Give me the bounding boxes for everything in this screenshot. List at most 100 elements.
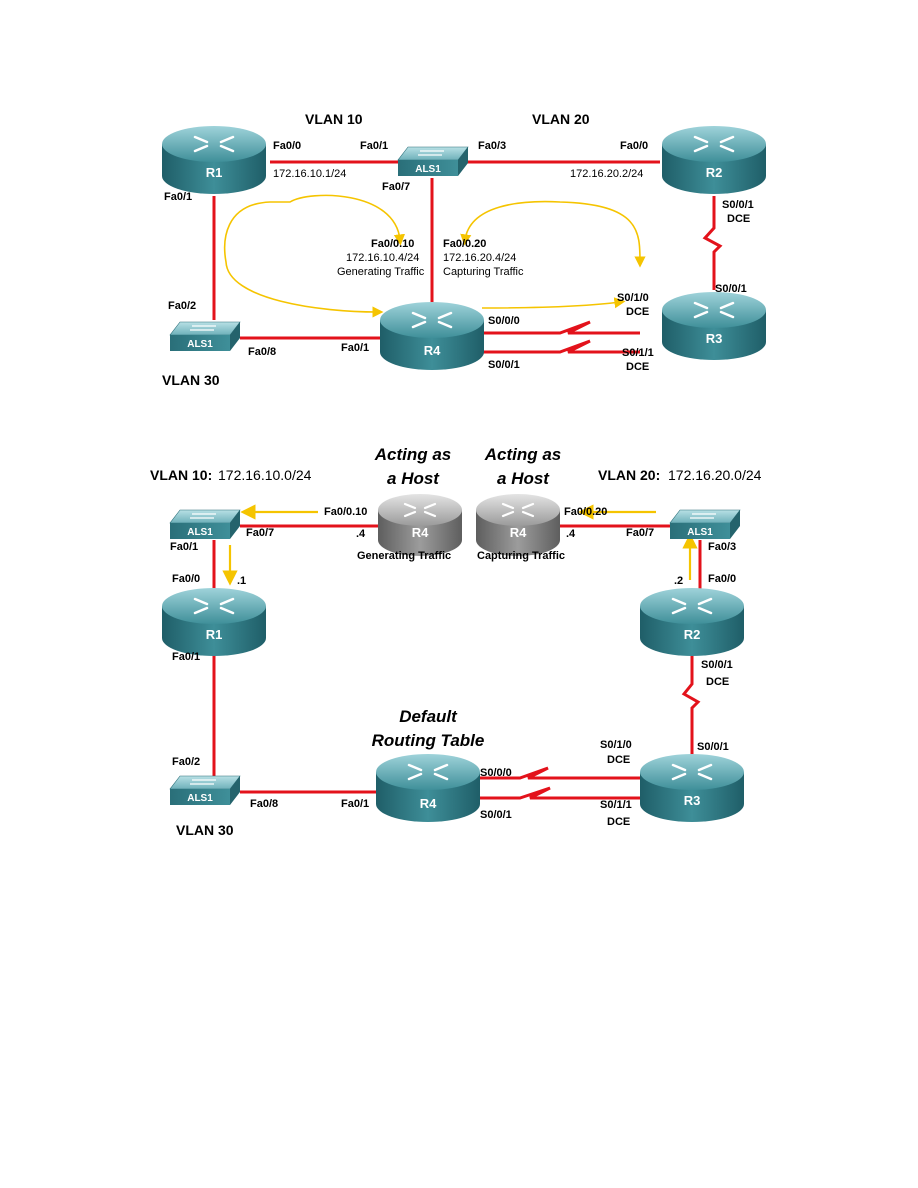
router-label: R1 (206, 165, 223, 180)
r4-s000-label: S0/0/0 (480, 767, 512, 779)
als1-fa08-label: Fa0/8 (248, 346, 276, 358)
vlan10-label: VLAN 10: (150, 467, 212, 483)
host-a-note: Generating Traffic (357, 550, 451, 562)
r3-s011-label: S0/1/1 (622, 347, 654, 359)
flow-loop-generating (223, 194, 406, 318)
switch-als1-bottom[interactable]: ALS1 (169, 775, 241, 805)
router-label: R4 (424, 343, 441, 358)
switch-icon (169, 775, 241, 805)
router-label: R4 (412, 525, 429, 540)
switch-als1-left[interactable]: ALS1 (169, 509, 241, 539)
switch-als1-bottom[interactable]: ALS1 (169, 321, 241, 351)
r3-s011-label: S0/1/1 (600, 799, 632, 811)
r2-ip-suffix: .2 (674, 575, 683, 587)
r2-fa00-label: Fa0/0 (708, 573, 736, 585)
r4-s000-label: S0/0/0 (488, 315, 520, 327)
r3-s011-dce-label: DCE (626, 361, 649, 373)
host-a-fa010-label: Fa0/0.10 (324, 506, 367, 518)
serial-link-r4-r3-a (476, 766, 640, 780)
router-r4[interactable]: R4 (380, 302, 484, 370)
als1-fa02-label: Fa0/2 (168, 300, 196, 312)
r1-ip-label: 172.16.10.1/24 (273, 168, 346, 180)
router-icon (662, 126, 766, 194)
router-r3[interactable]: R3 (662, 292, 766, 360)
switch-label: ALS1 (187, 793, 213, 804)
r4-fa01-label: Fa0/1 (341, 342, 369, 354)
router-r2[interactable]: R2 (640, 588, 744, 656)
sub20-ip-label: 172.16.20.4/24 (443, 252, 516, 264)
switch-label: ALS1 (415, 164, 441, 175)
vlan20-label: VLAN 20: (598, 467, 660, 483)
router-label: R4 (510, 525, 527, 540)
r1-fa00-label: Fa0/0 (172, 573, 200, 585)
top-diagram: R1 R2 R3 (162, 111, 766, 388)
router-r4-main[interactable]: R4 (376, 754, 480, 822)
router-label: R3 (684, 793, 701, 808)
r2-s001-label: S0/0/1 (701, 659, 733, 671)
sub10-ip-label: 172.16.10.4/24 (346, 252, 419, 264)
switch-label: ALS1 (687, 527, 713, 538)
als1-fa07-label: Fa0/7 (246, 527, 274, 539)
serial-link-r4-r3-b (476, 786, 640, 800)
switch-icon (169, 321, 241, 351)
als1-fa08-label: Fa0/8 (250, 798, 278, 810)
router-r1[interactable]: R1 (162, 588, 266, 656)
als1-right-fa07-label: Fa0/7 (626, 527, 654, 539)
host-b-caption-line2: a Host (497, 469, 550, 488)
switch-label: ALS1 (187, 339, 213, 350)
router-label: R2 (706, 165, 723, 180)
router-icon (380, 302, 484, 370)
host-b-caption-line1: Acting as (484, 445, 562, 464)
r2-fa00-label: Fa0/0 (620, 140, 648, 152)
host-b-ip-suffix: .4 (566, 528, 576, 540)
sub10-note: Generating Traffic (337, 266, 425, 278)
r3-s010-dce-label: DCE (607, 754, 630, 766)
router-r4-host-capturing[interactable]: R4 (476, 494, 560, 556)
router-icon (162, 588, 266, 656)
host-b-fa020-label: Fa0/0.20 (564, 506, 607, 518)
switch-icon (397, 146, 469, 176)
serial-link-r4-r3-b (482, 339, 640, 354)
router-r3[interactable]: R3 (640, 754, 744, 822)
flow-loop-capturing-upper (460, 200, 646, 268)
flow-loop-capturing-lower (481, 297, 626, 309)
switch-label: ALS1 (187, 527, 213, 538)
top-traffic-flows (223, 194, 646, 318)
vlan30-label: VLAN 30 (162, 372, 220, 388)
r4-s001-label: S0/0/1 (488, 359, 520, 371)
router-r4-host-generating[interactable]: R4 (378, 494, 462, 556)
als1-fa02-label: Fa0/2 (172, 756, 200, 768)
sub20-note: Capturing Traffic (443, 266, 524, 278)
r2-dce-label: DCE (727, 213, 750, 225)
default-caption-line1: Default (399, 707, 458, 726)
switch-icon (169, 509, 241, 539)
als1-fa01-label: Fa0/1 (360, 140, 388, 152)
r3-s010-label: S0/1/0 (600, 739, 632, 751)
host-a-caption-line2: a Host (387, 469, 440, 488)
vlan20-label: VLAN 20 (532, 111, 590, 127)
router-icon (640, 754, 744, 822)
router-icon (662, 292, 766, 360)
serial-link-r2-r3 (702, 196, 723, 290)
als1-fa03-label: Fa0/3 (478, 140, 506, 152)
router-r2[interactable]: R2 (662, 126, 766, 194)
r1-ip-suffix: .1 (237, 575, 246, 587)
switch-als1-right[interactable]: ALS1 (669, 509, 741, 539)
bottom-traffic-arrows (222, 504, 698, 586)
host-a-ip-suffix: .4 (356, 528, 366, 540)
host-b-note: Capturing Traffic (477, 550, 565, 562)
bottom-links (212, 524, 702, 800)
switch-als1-top[interactable]: ALS1 (397, 146, 469, 176)
r2-ip-label: 172.16.20.2/24 (570, 168, 643, 180)
r3-s010-dce-label: DCE (626, 306, 649, 318)
serial-link-r4-r3-a (482, 320, 640, 335)
r3-s010-label: S0/1/0 (617, 292, 649, 304)
r1-fa00-label: Fa0/0 (273, 140, 301, 152)
router-label: R4 (420, 796, 437, 811)
r1-fa01-label: Fa0/1 (172, 651, 200, 663)
bottom-diagram: ALS1 ALS1 ALS1 (150, 445, 762, 838)
host-a-caption-line1: Acting as (374, 445, 452, 464)
router-r1[interactable]: R1 (162, 126, 266, 194)
r4-s001-label: S0/0/1 (480, 809, 512, 821)
